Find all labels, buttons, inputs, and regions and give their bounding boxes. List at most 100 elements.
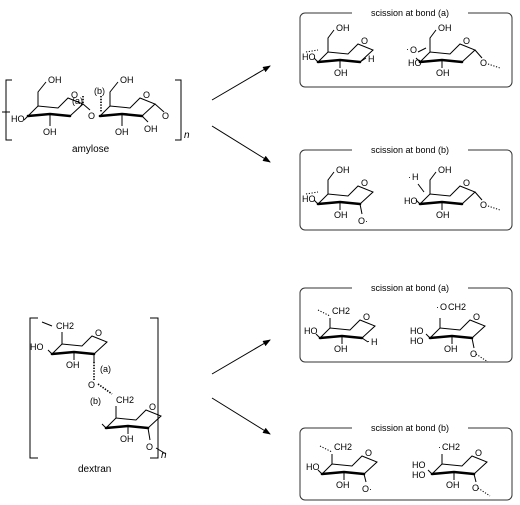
- product-box-title: scission at bond (a): [371, 8, 449, 18]
- svg-text:O: O: [362, 484, 369, 494]
- amylose-ring-1: OH O OH HO: [2, 75, 85, 137]
- svg-text:O: O: [463, 178, 470, 188]
- svg-text:CH2: CH2: [332, 306, 350, 316]
- svg-text:O: O: [363, 312, 370, 322]
- amylose-ring-2: OH O OH OH O: [98, 75, 169, 137]
- svg-text:O: O: [361, 178, 368, 188]
- svg-text:O: O: [480, 200, 487, 210]
- product-box-dextran-b: scission at bond (b) CH2 O HO OH O · · C…: [299, 420, 513, 501]
- dextran-bond-a-label: (a): [100, 364, 111, 374]
- svg-text:CH2: CH2: [116, 395, 134, 405]
- svg-text:OH: OH: [48, 75, 62, 85]
- svg-text:OH: OH: [334, 68, 348, 78]
- svg-text:HO: HO: [30, 342, 44, 352]
- svg-text:CH2: CH2: [334, 442, 352, 452]
- amylose-label: amylose: [72, 144, 110, 155]
- svg-text:O: O: [361, 36, 368, 46]
- svg-text:O: O: [480, 58, 487, 68]
- svg-text:OH: OH: [438, 23, 452, 33]
- svg-text:HO: HO: [404, 196, 418, 206]
- svg-text:OH: OH: [336, 480, 350, 490]
- svg-text:H: H: [371, 337, 378, 347]
- svg-text:O: O: [143, 90, 150, 100]
- svg-text:·: ·: [406, 44, 409, 54]
- product-box-dextran-a: scission at bond (a) CH2 O HO OH · H · O…: [299, 280, 513, 363]
- svg-text:HO: HO: [408, 58, 422, 68]
- svg-text:O: O: [146, 442, 153, 452]
- svg-text:OH: OH: [115, 127, 129, 137]
- svg-text:OH: OH: [336, 23, 350, 33]
- arrow-amylose-a: [211, 65, 271, 101]
- amylose-structure: n OH O OH HO O (a) (b) OH O OH: [2, 75, 190, 155]
- amylose-left-bracket: [5, 79, 12, 141]
- svg-text:HO: HO: [304, 326, 318, 336]
- dextran-left-bracket: [29, 317, 38, 459]
- svg-text:·: ·: [436, 302, 439, 312]
- svg-text:OH: OH: [334, 210, 348, 220]
- svg-text:HO: HO: [302, 52, 316, 62]
- svg-text:O: O: [473, 312, 480, 322]
- svg-text:·: ·: [369, 484, 372, 494]
- dextran-right-bracket: [150, 317, 159, 459]
- svg-text:HO: HO: [412, 470, 426, 480]
- dextran-label: dextran: [78, 464, 111, 475]
- amylose-repeat-n: n: [184, 130, 190, 141]
- arrow-dextran-a: [211, 339, 271, 375]
- svg-text:OH: OH: [436, 68, 450, 78]
- svg-text:H: H: [412, 172, 419, 182]
- svg-text:CH2: CH2: [442, 442, 460, 452]
- dextran-repeat-n: n: [161, 450, 167, 461]
- svg-text:OH: OH: [120, 75, 134, 85]
- svg-text:O: O: [440, 302, 447, 312]
- svg-text:OH: OH: [336, 165, 350, 175]
- svg-text:OH: OH: [444, 344, 458, 354]
- amylose-glycosidic-o: O: [88, 111, 95, 121]
- svg-text:·: ·: [367, 336, 370, 346]
- svg-text:OH: OH: [43, 127, 57, 137]
- svg-text:CH2: CH2: [448, 302, 466, 312]
- dextran-bond-b-label: (b): [90, 396, 101, 406]
- dextran-ring-1: CH2 O HO OH: [30, 321, 109, 370]
- svg-text:O: O: [463, 36, 470, 46]
- product-box-amylose-b: scission at bond (b) OH O OH HO O · OH O…: [299, 142, 513, 231]
- amylose-right-bracket: [175, 79, 182, 141]
- svg-text:·: ·: [408, 172, 411, 182]
- svg-text:OH: OH: [144, 124, 158, 134]
- svg-text:HO: HO: [410, 336, 424, 346]
- svg-text:OH: OH: [334, 344, 348, 354]
- product-box-title: scission at bond (b): [371, 423, 449, 433]
- svg-text:HO: HO: [11, 114, 25, 124]
- svg-text:HO: HO: [302, 194, 316, 204]
- product-box-title: scission at bond (b): [371, 145, 449, 155]
- svg-text:OH: OH: [446, 480, 460, 490]
- svg-text:·: ·: [438, 442, 441, 452]
- arrow-amylose-b: [211, 125, 271, 163]
- svg-text:OH: OH: [436, 210, 450, 220]
- svg-text:O: O: [149, 402, 156, 412]
- svg-text:O: O: [358, 216, 365, 226]
- svg-text:OH: OH: [120, 434, 134, 444]
- dextran-glycosidic-o: O: [88, 380, 95, 390]
- svg-text:O: O: [470, 349, 477, 359]
- dextran-structure: n CH2 O HO OH (a) O (b) CH2 O OH: [29, 317, 167, 475]
- amylose-bond-b-label: (b): [94, 86, 105, 96]
- svg-text:·: ·: [365, 216, 368, 226]
- dextran-ring-2: CH2 O OH O: [101, 395, 167, 455]
- svg-text:HO: HO: [410, 326, 424, 336]
- svg-text:CH2: CH2: [56, 321, 74, 331]
- svg-text:O: O: [95, 328, 102, 338]
- arrow-dextran-b: [211, 397, 271, 435]
- svg-text:OH: OH: [438, 165, 452, 175]
- svg-text:O: O: [162, 111, 169, 121]
- svg-text:O: O: [475, 448, 482, 458]
- svg-text:O: O: [410, 45, 417, 55]
- svg-text:HO: HO: [306, 462, 320, 472]
- svg-text:HO: HO: [412, 460, 426, 470]
- svg-text:O: O: [71, 90, 78, 100]
- product-box-title: scission at bond (a): [371, 283, 449, 293]
- svg-text:H: H: [368, 54, 375, 64]
- product-box-amylose-a: scission at bond (a) OH O OH HO H OH O O…: [299, 5, 513, 88]
- amylose-bond-a-label: (a): [72, 96, 83, 106]
- svg-text:OH: OH: [66, 360, 80, 370]
